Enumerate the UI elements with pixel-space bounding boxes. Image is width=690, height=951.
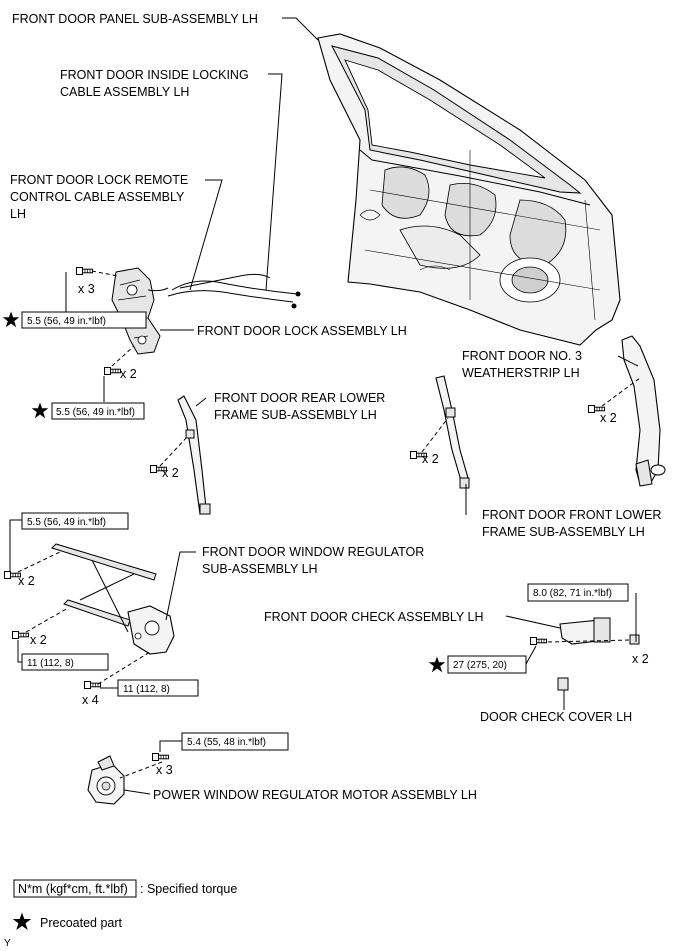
quantity-label: x 2 [422,452,439,466]
label-remote-cable-line1: FRONT DOOR LOCK REMOTE [10,173,188,187]
torque-spec-regulator-upper: 5.5 (56, 49 in.*lbf) [21,512,129,530]
bolt-icon [104,367,121,375]
legend-torque-text: : Specified torque [140,882,237,896]
torque-text: 5.5 (56, 49 in.*lbf) [27,316,106,327]
quantity-label: x 2 [18,574,35,588]
quantity-label: x 3 [78,282,95,296]
locking-cable-drawing [167,273,301,309]
label-no3-weatherstrip-line2: WEATHERSTRIP LH [462,366,580,380]
bolt-icon [84,681,101,689]
dash-line [91,270,119,277]
star-icon [12,912,32,930]
rear-lower-frame-drawing [177,395,211,516]
quantity-label: x 3 [156,763,173,777]
quantity-label: x 2 [30,633,47,647]
label-rear-lower-frame-line1: FRONT DOOR REAR LOWER [214,391,385,405]
torque-text: 5.4 (55, 48 in.*lbf) [187,737,266,748]
dash-line [25,607,69,633]
torque-spec-lock-lower: 5.5 (56, 49 in.*lbf) [31,402,145,420]
weatherstrip-drawing [621,335,666,487]
torque-spec-regulator-lower: 11 (112, 8) [117,679,199,697]
star-icon [31,402,49,419]
bolt-icon [76,267,93,275]
label-inside-locking-cable-line2: CABLE ASSEMBLY LH [60,85,189,99]
dash-line [111,345,135,367]
label-no3-weatherstrip-line1: FRONT DOOR NO. 3 [462,349,582,363]
door-check-drawing [557,617,640,691]
bolt-icon [152,753,169,761]
torque-text: 8.0 (82, 71 in.*lbf) [533,588,612,599]
legend-torque-unit: N*m (kgf*cm, ft.*lbf) [18,882,128,896]
label-inside-locking-cable-line1: FRONT DOOR INSIDE LOCKING [60,68,249,82]
torque-text: 27 (275, 20) [453,660,507,671]
star-icon [428,656,446,673]
quantity-label: x 2 [162,466,179,480]
dash-line [159,435,189,467]
star-icon [2,311,20,328]
door-panel-drawing [317,33,621,346]
legend-torque-box [13,879,137,898]
dash-line [17,551,61,573]
door-lock-drawing [111,267,169,355]
label-window-regulator-line1: FRONT DOOR WINDOW REGULATOR [202,545,424,559]
label-remote-cable-line2: CONTROL CABLE ASSEMBLY [10,190,185,204]
label-rear-lower-frame-line2: FRAME SUB-ASSEMBLY LH [214,408,377,422]
torque-text: 5.5 (56, 49 in.*lbf) [56,407,135,418]
dash-line [119,761,163,779]
torque-text: 5.5 (56, 49 in.*lbf) [27,517,106,528]
torque-spec-lock-upper: 5.5 (56, 49 in.*lbf) [2,311,147,329]
label-remote-cable-line3: LH [10,207,26,221]
dash-line [421,417,449,453]
regulator-motor-drawing [87,755,125,805]
torque-text: 11 (112, 8) [27,658,74,669]
label-regulator-motor: POWER WINDOW REGULATOR MOTOR ASSEMBLY LH [153,788,477,802]
label-check-assembly: FRONT DOOR CHECK ASSEMBLY LH [264,610,484,624]
dash-line [97,651,151,685]
torque-spec-check-lower: 27 (275, 20) [428,655,527,674]
legend-precoated-text: Precoated part [40,916,123,930]
front-lower-frame-drawing [435,375,470,489]
quantity-label: x 2 [120,367,137,381]
label-lock-assembly: FRONT DOOR LOCK ASSEMBLY LH [197,324,407,338]
bolt-icon [12,631,29,639]
leader-lines [9,17,639,795]
quantity-label: x 2 [632,652,649,666]
label-front-lower-frame-line2: FRAME SUB-ASSEMBLY LH [482,525,645,539]
torque-text: 11 (112, 8) [123,684,170,695]
label-front-lower-frame-line1: FRONT DOOR FRONT LOWER [482,508,661,522]
torque-spec-regulator-middle: 11 (112, 8) [21,653,109,671]
dash-line [601,377,641,407]
label-window-regulator-line2: SUB-ASSEMBLY LH [202,562,318,576]
torque-spec-motor: 5.4 (55, 48 in.*lbf) [181,732,289,751]
quantity-label: x 2 [600,411,617,425]
label-door-panel: FRONT DOOR PANEL SUB-ASSEMBLY LH [12,12,258,26]
legend: N*m (kgf*cm, ft.*lbf) : Specified torque… [4,879,237,949]
corner-code: Y [4,938,11,949]
label-check-cover: DOOR CHECK COVER LH [480,710,632,724]
bolt-icon [530,637,547,645]
quantity-label: x 4 [82,693,99,707]
torque-spec-check-upper: 8.0 (82, 71 in.*lbf) [527,583,629,602]
window-regulator-drawing [51,543,175,655]
